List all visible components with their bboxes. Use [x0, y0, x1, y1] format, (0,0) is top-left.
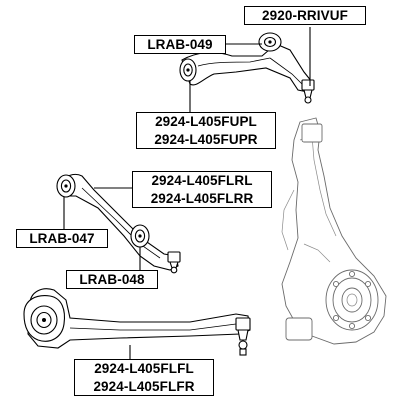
steering-knuckle	[281, 117, 387, 345]
label-upper-left-text: 2924-L405FUPL	[155, 114, 257, 129]
label-upper-right-text: 2924-L405FUPR	[154, 132, 258, 147]
label-lower-arm-pair: 2924-L405FLFL 2924-L405FLFR	[74, 359, 214, 396]
middle-arm-bushing-rear	[56, 174, 76, 198]
label-middle-arm-pair: 2924-L405FLRL 2924-L405FLRR	[132, 171, 272, 208]
middle-arm-bushing-front	[130, 224, 150, 248]
label-upper-arm-text: 2920-RRIVUF	[262, 8, 348, 23]
label-middle-left-text: 2924-L405FLRL	[151, 173, 253, 188]
label-upper-arm-pair: 2924-L405FUPL 2924-L405FUPR	[136, 112, 276, 149]
lower-arm-large-bushing	[23, 295, 66, 342]
label-upper-bushing-text: LRAB-049	[147, 37, 213, 52]
upper-arm-bushing-front	[179, 58, 197, 82]
label-middle-bushing-2: LRAB-048	[66, 270, 158, 289]
lower-arm-ball-joint	[235, 317, 251, 356]
middle-arm-ball-joint	[167, 251, 181, 274]
leader-lines	[63, 27, 311, 366]
label-middle-bushing-1: LRAB-047	[16, 229, 108, 248]
label-middle-bushing-2-text: LRAB-048	[79, 272, 145, 287]
label-lower-left-text: 2924-L405FLFL	[94, 361, 194, 376]
wheel-hub	[325, 269, 379, 331]
lower-front-arm	[23, 288, 251, 356]
upper-ball-joint	[301, 79, 315, 104]
label-upper-bushing: LRAB-049	[134, 35, 226, 54]
label-middle-right-text: 2924-L405FLRR	[150, 191, 254, 206]
upper-arm-bushing-rear	[258, 32, 282, 52]
label-middle-bushing-1-text: LRAB-047	[29, 231, 95, 246]
label-lower-right-text: 2924-L405FLFR	[93, 379, 195, 394]
middle-lower-arm	[56, 173, 181, 274]
label-upper-arm: 2920-RRIVUF	[244, 6, 366, 25]
